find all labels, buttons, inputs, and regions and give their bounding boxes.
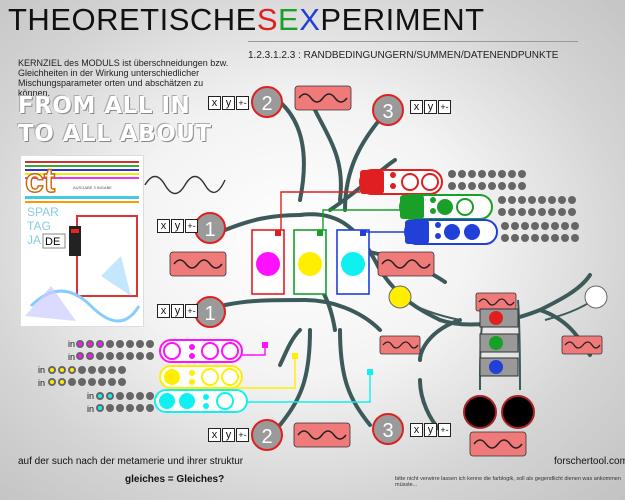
- node-2-bottom: 2: [251, 419, 283, 451]
- yellow-endpoint: [388, 285, 412, 309]
- cover-graphic: AUSGABE 3 INGABE ct SPAR TAG JA DE: [21, 156, 143, 326]
- node-3-top: 3: [372, 94, 404, 126]
- dot-grid-blue: [501, 222, 579, 242]
- result-stack: [479, 308, 519, 377]
- wave-box-right: [377, 251, 435, 277]
- cover-word-2: TAG: [27, 219, 51, 233]
- wave-box-small-left: [379, 335, 421, 355]
- dot-grid-yellow: [48, 366, 126, 386]
- pill-green: [399, 194, 493, 220]
- in-label-2: in: [68, 352, 76, 362]
- black-endpoint-1: [463, 395, 497, 429]
- pill-cyan: [154, 389, 248, 413]
- wave-box-bottom: [293, 422, 351, 448]
- svg-text:2: 2: [261, 426, 272, 448]
- cover-word-3: JA: [27, 233, 41, 247]
- svg-text:3: 3: [382, 101, 393, 123]
- cover-small-text: AUSGABE 3 INGABE: [73, 185, 112, 190]
- pill-blue: [404, 219, 498, 245]
- intro-text: KERNZIEL des MODULS ist überschneidungen…: [18, 58, 229, 98]
- dot-grid-red: [448, 170, 526, 190]
- svg-text:1: 1: [204, 303, 215, 325]
- wave-box-bottom-right: [469, 431, 527, 457]
- wave-box-small-top: [475, 292, 517, 312]
- page-title: THEORETISCHESEXPERIMENT: [8, 2, 485, 37]
- svg-text:1: 1: [204, 219, 215, 241]
- title-divider: [248, 41, 578, 42]
- banner-line-2: TO ALL ABOUT: [18, 121, 212, 147]
- dot-grid-green: [498, 196, 576, 216]
- dot-grid-magenta: [76, 340, 154, 360]
- pill-red: [359, 169, 443, 195]
- dot-grid-cyan: [96, 392, 154, 412]
- footer-question: gleiches = Gleiches?: [125, 474, 225, 485]
- svg-text:3: 3: [382, 420, 393, 442]
- black-endpoint-2: [501, 395, 535, 429]
- footer-site: forschertool.com: [554, 456, 625, 467]
- in-label-3: in: [38, 365, 46, 375]
- node-3-bottom: 3: [372, 413, 404, 445]
- wave-box-left: [169, 251, 227, 277]
- yellow-mix-circle: [298, 252, 322, 276]
- pill-magenta: [159, 339, 243, 363]
- node-1-lower: 1: [194, 296, 226, 328]
- pill-yellow: [159, 365, 243, 389]
- magenta-mix-circle: [256, 252, 280, 276]
- in-label-5: in: [87, 391, 95, 401]
- cover-de-label: DE: [45, 236, 60, 248]
- magazine-cover: AUSGABE 3 INGABE ct SPAR TAG JA DE: [20, 155, 144, 327]
- signal-wave: [144, 175, 226, 195]
- in-label-1: in: [68, 339, 76, 349]
- wave-box-small-right: [561, 335, 603, 355]
- wave-box-top: [294, 85, 352, 111]
- footer-caption: auf der such nach der metamerie und ihre…: [18, 456, 244, 467]
- cover-word-1: SPAR: [27, 205, 59, 219]
- in-label-4: in: [38, 378, 46, 388]
- white-endpoint: [584, 285, 608, 309]
- cyan-mix-circle: [341, 252, 365, 276]
- banner-line-1: FROM ALL IN: [18, 93, 191, 119]
- in-label-6: in: [87, 404, 95, 414]
- subtitle: 1.2.3.1.2.3 : RANDBEDINGUNGERN/SUMMEN/DA…: [248, 50, 559, 61]
- svg-text:2: 2: [261, 93, 272, 115]
- wire-endpoints: [262, 342, 373, 375]
- node-2-top: 2: [251, 86, 283, 118]
- banner: FROM ALL IN TO ALL ABOUT: [18, 92, 218, 148]
- mixing-boxes: [251, 229, 370, 295]
- footer-note: bitte nicht verwirre lassen ich kenne di…: [395, 476, 621, 488]
- node-1-upper: 1: [194, 212, 226, 244]
- cover-logo: ct: [25, 162, 55, 200]
